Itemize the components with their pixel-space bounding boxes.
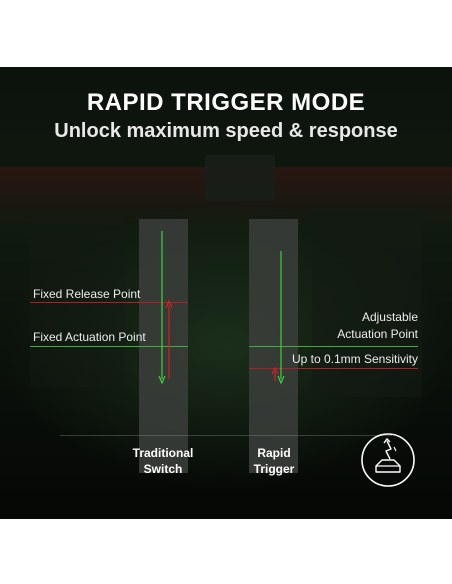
travel-arrows (158, 231, 415, 487)
rapid-trigger-caption: Rapid Trigger (234, 445, 314, 477)
background-keycap (205, 155, 275, 201)
adjustable-label-line2: Actuation Point (337, 327, 418, 341)
traditional-switch-caption: Traditional Switch (118, 445, 208, 477)
adjustable-label-line1: Adjustable (361, 310, 418, 324)
key-press-icon (361, 433, 415, 487)
fixed-actuation-line (30, 346, 188, 347)
background-keycap-right (312, 207, 422, 397)
page-title: RAPID TRIGGER MODE (86, 89, 366, 116)
traditional-caption-line1: Traditional (132, 446, 194, 460)
rapid-release-arrow (271, 366, 279, 381)
floor-line (60, 435, 392, 436)
fixed-release-line (30, 302, 188, 303)
traditional-release-arrow (165, 299, 173, 379)
sensitivity-line (249, 368, 418, 369)
traditional-caption-line2: Switch (143, 462, 183, 476)
page-subtitle: Unlock maximum speed & response (54, 120, 398, 142)
rapid-press-arrow (277, 251, 285, 385)
rapid-caption-line1: Rapid (257, 446, 291, 460)
fixed-release-label: Fixed Release Point (33, 287, 141, 301)
rapid-trigger-banner: RAPID TRIGGER MODE Unlock maximum speed … (0, 67, 452, 519)
adjustable-actuation-line (249, 346, 418, 347)
rapid-caption-line2: Trigger (253, 462, 295, 476)
sensitivity-label: Up to 0.1mm Sensitivity (291, 352, 418, 366)
fixed-actuation-label: Fixed Actuation Point (33, 330, 146, 344)
traditional-press-arrow (158, 231, 166, 385)
